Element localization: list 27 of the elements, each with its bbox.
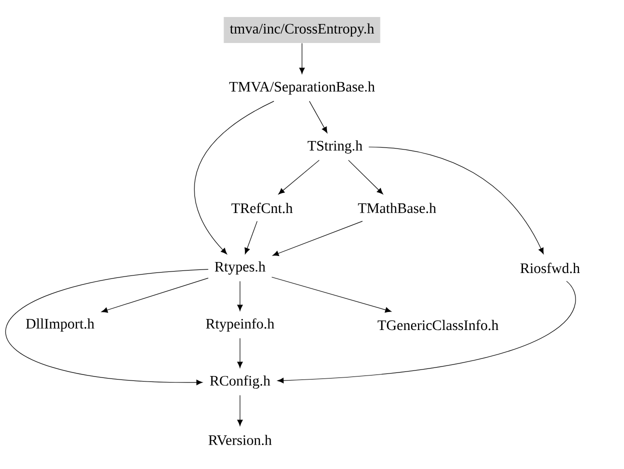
arrow [237,338,243,368]
arrow [278,160,320,194]
file-label: Riosfwd.h [520,262,580,274]
file-label: TGenericClassInfo.h [378,320,498,330]
arrow [244,220,258,254]
file-box: tmva/inc/CrossEntropy.h [224,17,380,43]
arrow [5,268,209,386]
file-label: TMVA/SeparationBase.h [229,81,375,95]
arrow [299,42,305,74]
arrow [348,160,384,194]
arrow [277,280,576,384]
file-label: TRefCnt.h [231,202,293,214]
arrow [272,220,363,256]
file-label: Rtypes.h [214,261,266,275]
arrow [271,276,392,313]
file-label: TString.h [308,140,362,154]
arrow [368,146,544,254]
file-label: DllImport.h [26,318,94,332]
arrow [101,278,209,313]
arrow [309,100,328,134]
file-label: RVersion.h [208,434,272,446]
file-label: RConfig.h [210,375,270,389]
file-label: TMathBase.h [358,202,436,214]
arrow [194,100,274,254]
arrow [237,280,243,311]
arrow [237,394,243,426]
file-label: Rtypeinfo.h [206,318,274,332]
